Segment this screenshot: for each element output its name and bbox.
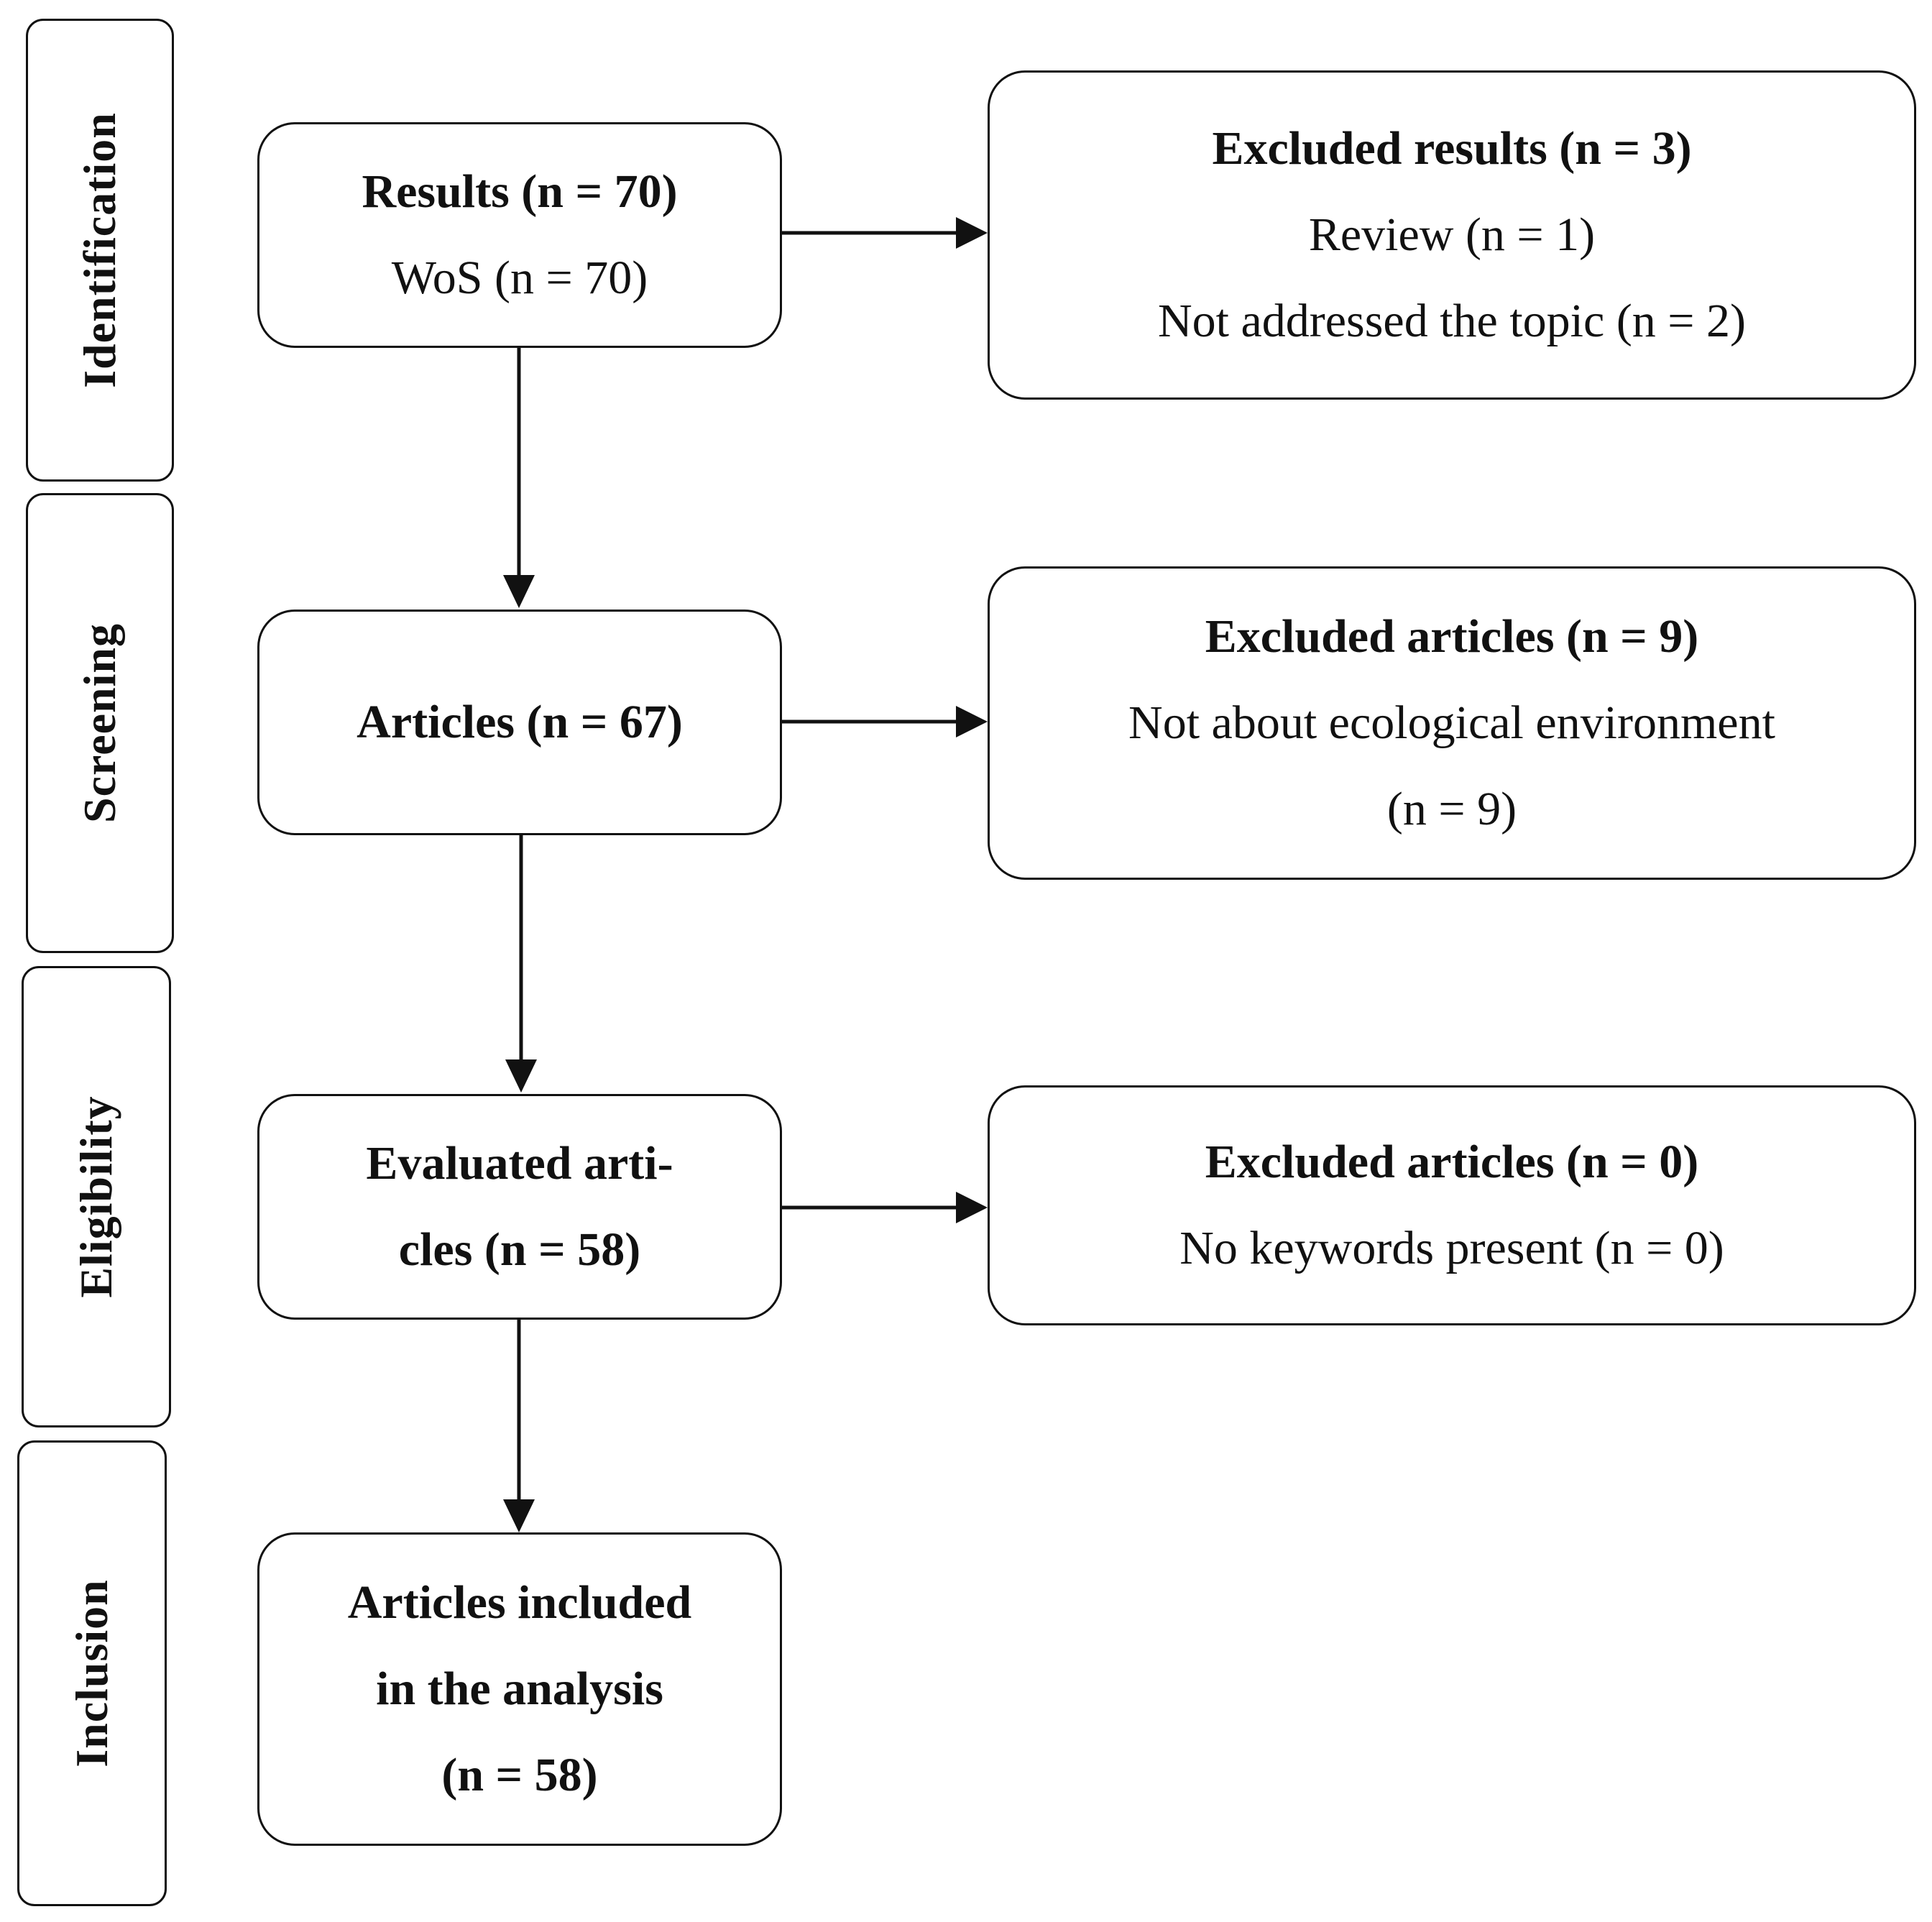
excluded-results-topic: Not addressed the topic (n = 2) bbox=[1157, 295, 1746, 347]
excluded-eligibility-title: Excluded articles (n = 0) bbox=[1205, 1136, 1699, 1188]
evaluated-line-2: cles (n = 58) bbox=[398, 1223, 641, 1276]
articles-title: Articles (n = 67) bbox=[356, 696, 683, 748]
excluded-screening-count: (n = 9) bbox=[1386, 783, 1517, 835]
excluded-articles-screening-box: Excluded articles (n = 9) Not about ecol… bbox=[988, 566, 1916, 880]
excluded-results-box: Excluded results (n = 3) Review (n = 1) … bbox=[988, 70, 1916, 400]
results-box: Results (n = 70) WoS (n = 70) bbox=[257, 122, 782, 348]
included-line-1: Articles included bbox=[347, 1576, 692, 1629]
stage-inclusion: Inclusion bbox=[17, 1440, 167, 1906]
included-articles-box: Articles included in the analysis (n = 5… bbox=[257, 1532, 782, 1846]
excluded-results-title: Excluded results (n = 3) bbox=[1212, 122, 1692, 175]
excluded-articles-eligibility-box: Excluded articles (n = 0) No keywords pr… bbox=[988, 1085, 1916, 1325]
arrowhead-articles bbox=[503, 575, 535, 608]
excluded-screening-reason: Not about ecological environment bbox=[1128, 696, 1775, 749]
results-source: WoS (n = 70) bbox=[391, 252, 648, 304]
arrowhead-excluded-results bbox=[956, 217, 988, 249]
articles-box: Articles (n = 67) bbox=[257, 610, 782, 835]
excluded-results-review: Review (n = 1) bbox=[1308, 208, 1596, 261]
included-line-2: in the analysis bbox=[376, 1663, 663, 1715]
evaluated-line-1: Evaluated arti- bbox=[366, 1137, 673, 1190]
arrowhead-evaluated bbox=[505, 1059, 537, 1093]
arrowhead-excluded-screening bbox=[956, 706, 988, 737]
excluded-eligibility-reason: No keywords present (n = 0) bbox=[1179, 1222, 1724, 1274]
results-title: Results (n = 70) bbox=[362, 165, 678, 218]
stage-identification: Identification bbox=[26, 19, 174, 482]
arrowhead-included bbox=[503, 1499, 535, 1532]
stage-eligibility: Eligibility bbox=[22, 966, 171, 1427]
evaluated-articles-box: Evaluated arti- cles (n = 58) bbox=[257, 1094, 782, 1320]
stage-screening: Screening bbox=[26, 493, 174, 953]
excluded-screening-title: Excluded articles (n = 9) bbox=[1205, 610, 1699, 663]
arrowhead-excluded-eligibility bbox=[956, 1192, 988, 1223]
included-line-3: (n = 58) bbox=[441, 1749, 598, 1801]
